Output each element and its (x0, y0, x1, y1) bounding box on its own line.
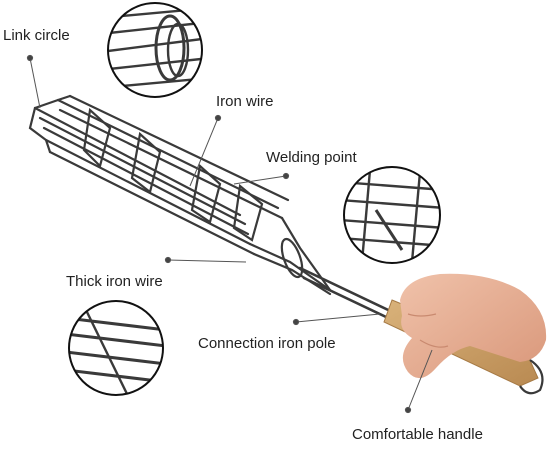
label-welding-point: Welding point (266, 149, 357, 166)
detail-circle-welding (343, 166, 441, 264)
hand (400, 273, 547, 379)
leader-lines (26, 54, 433, 414)
label-comfortable-handle: Comfortable handle (352, 426, 483, 443)
detail-circle-thick-wire (68, 300, 164, 396)
label-thick-iron-wire: Thick iron wire (66, 273, 163, 290)
label-link-circle: Link circle (3, 27, 70, 44)
grill-basket (28, 94, 407, 328)
label-connection-iron-pole: Connection iron pole (198, 335, 336, 352)
detail-circle-link (107, 2, 203, 98)
label-iron-wire: Iron wire (216, 93, 274, 110)
